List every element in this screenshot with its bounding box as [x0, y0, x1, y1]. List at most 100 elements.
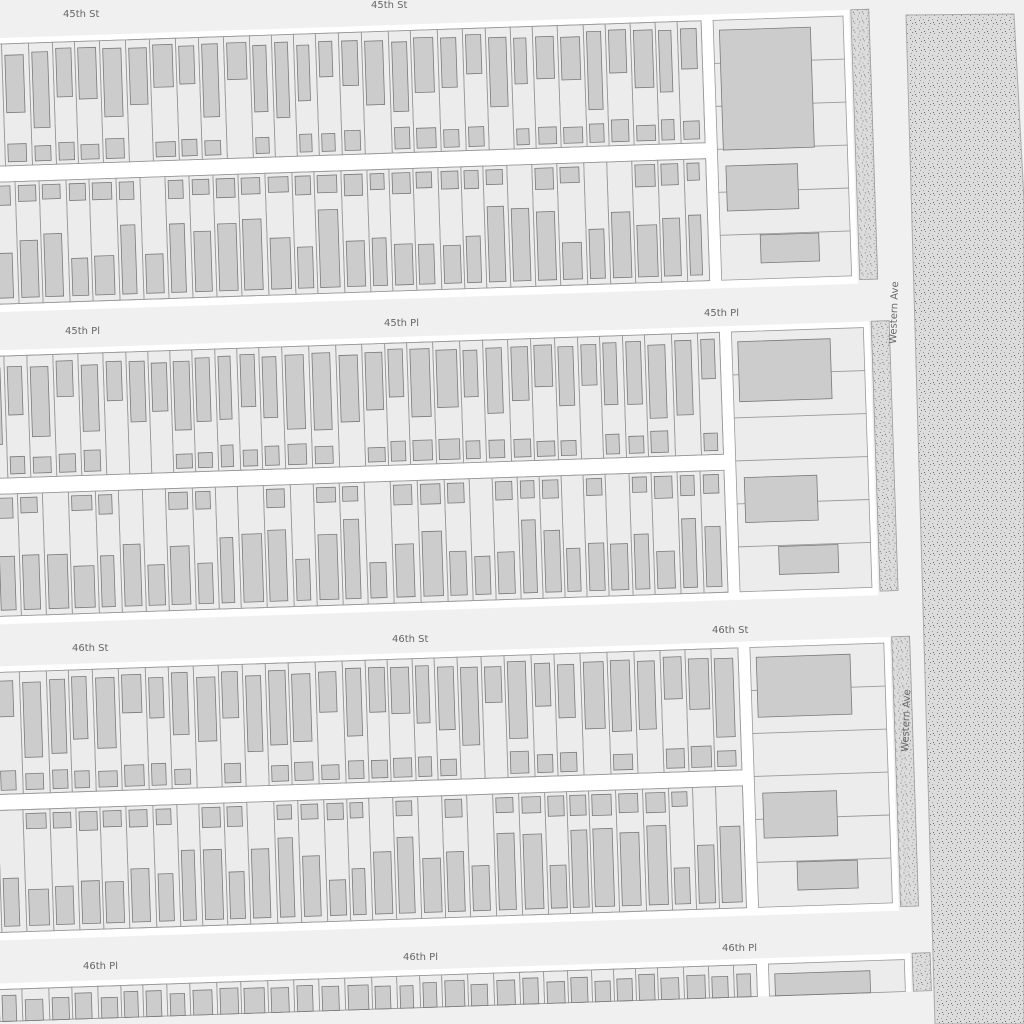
garage: [174, 768, 192, 786]
lot-line: [735, 456, 869, 462]
building: [737, 338, 833, 403]
building: [55, 47, 73, 98]
building: [647, 344, 668, 419]
building: [462, 349, 479, 398]
building: [217, 355, 233, 420]
building: [47, 553, 70, 610]
garage: [612, 753, 634, 771]
building: [660, 977, 680, 1001]
building: [55, 360, 74, 398]
street-label: 45th Pl: [65, 326, 100, 337]
garage: [344, 129, 362, 152]
garage: [519, 480, 535, 499]
building: [497, 551, 516, 595]
building: [616, 978, 634, 1002]
avenue-label: Western Ave: [888, 281, 901, 344]
building: [274, 41, 291, 119]
garage: [391, 172, 411, 195]
building: [700, 338, 716, 380]
building: [442, 244, 462, 284]
building: [178, 45, 196, 85]
building: [123, 990, 139, 1018]
building: [718, 26, 815, 151]
building: [122, 543, 143, 607]
city-block: [0, 8, 879, 314]
building: [197, 562, 215, 605]
building: [6, 365, 24, 416]
building: [711, 975, 729, 999]
building: [28, 888, 50, 926]
building: [521, 519, 538, 594]
building: [120, 224, 138, 295]
garage: [419, 483, 441, 505]
garage: [52, 769, 69, 790]
sidewalk-strip: [850, 8, 879, 281]
building: [94, 255, 116, 296]
building: [636, 660, 657, 730]
garage: [631, 476, 648, 493]
lot-line: [753, 771, 889, 777]
building: [421, 530, 444, 597]
building: [602, 342, 619, 406]
building: [4, 54, 26, 114]
building: [228, 871, 246, 920]
building: [172, 360, 192, 431]
building: [169, 992, 186, 1017]
garage: [58, 141, 76, 161]
lot-line: [752, 728, 888, 734]
building: [147, 564, 167, 606]
western-ave-median: [905, 13, 1024, 1024]
building: [580, 343, 598, 386]
city-block: [0, 320, 899, 625]
building: [367, 666, 387, 713]
building: [533, 344, 554, 388]
building: [71, 257, 90, 297]
building: [566, 547, 582, 592]
garage: [287, 443, 308, 466]
building: [422, 981, 438, 1008]
building: [284, 354, 307, 430]
city-block: [0, 635, 919, 941]
building: [148, 676, 165, 719]
building: [681, 518, 699, 589]
street-label: 46th St: [392, 634, 429, 645]
building: [496, 832, 517, 911]
building: [150, 362, 169, 412]
building: [100, 555, 116, 608]
garage: [25, 812, 47, 830]
building: [510, 346, 530, 402]
garage: [416, 127, 437, 149]
garage: [610, 119, 630, 143]
garage: [563, 126, 584, 144]
garage: [690, 745, 713, 768]
garage: [536, 440, 556, 457]
building: [436, 666, 456, 731]
building: [267, 529, 289, 602]
lot: [0, 809, 28, 933]
building: [387, 348, 405, 398]
lot: [0, 493, 22, 617]
building: [588, 228, 606, 279]
garage: [660, 163, 679, 186]
garage: [264, 445, 280, 466]
building: [19, 239, 40, 298]
garage: [168, 491, 189, 510]
building: [239, 353, 257, 408]
building: [55, 885, 75, 926]
building: [296, 246, 315, 289]
building: [73, 565, 96, 609]
garage: [392, 757, 413, 778]
building: [374, 985, 392, 1010]
building: [632, 29, 655, 89]
building: [696, 844, 717, 904]
building: [270, 987, 290, 1013]
garage: [444, 798, 463, 818]
building: [311, 352, 333, 431]
garage: [636, 124, 657, 142]
building: [513, 37, 528, 85]
building: [587, 542, 606, 592]
building: [194, 357, 212, 423]
garage: [495, 797, 514, 814]
building: [464, 33, 483, 75]
